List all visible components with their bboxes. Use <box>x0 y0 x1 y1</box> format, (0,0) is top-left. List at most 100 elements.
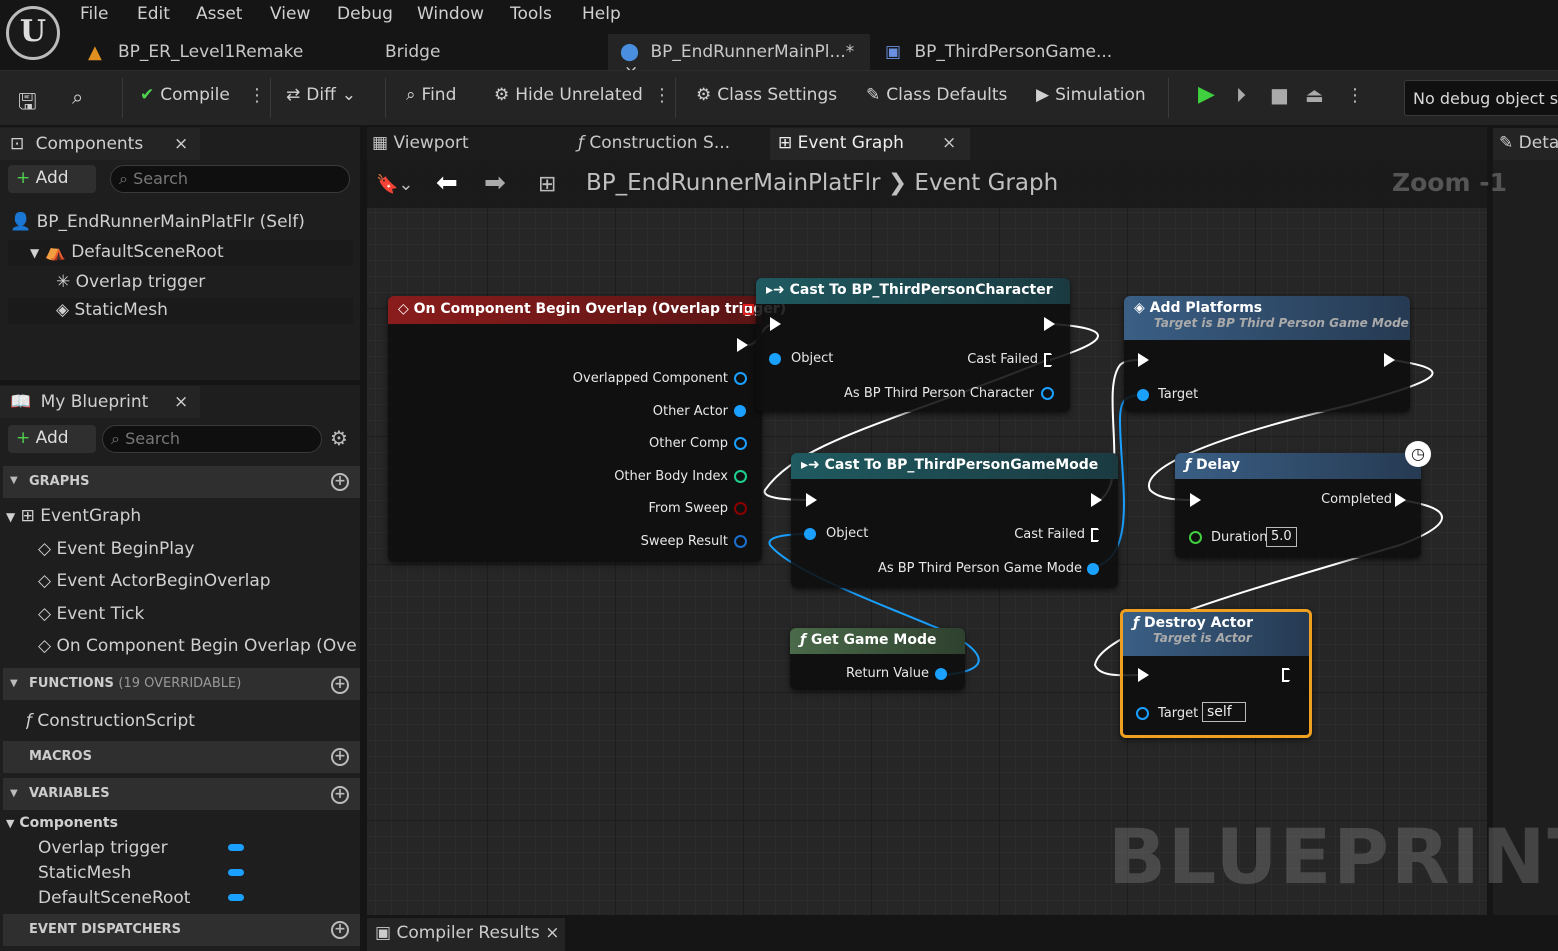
dispatchers-section-header[interactable]: EVENT DISPATCHERS <box>3 914 360 946</box>
object-pin-icon[interactable] <box>1137 389 1149 401</box>
exec-out-pin[interactable] <box>1044 317 1055 331</box>
collapse-arrow-icon[interactable]: ▼ <box>10 475 18 486</box>
graph-eventgraph[interactable]: ▼ ⊞ EventGraph <box>6 506 356 526</box>
exec-out-pin[interactable] <box>1091 493 1102 507</box>
variable-overlap-trigger[interactable]: Overlap trigger <box>38 838 228 858</box>
tab-viewport[interactable]: ▦ Viewport <box>372 133 469 153</box>
functions-section-header[interactable]: FUNCTIONS (19 OVERRIDABLE) <box>3 668 360 700</box>
class-defaults-button[interactable]: ✎Class Defaults <box>866 85 1007 105</box>
blueprint-search-input[interactable]: ⌕ Search <box>102 425 322 453</box>
node-cast-to-thirdpersongamemode[interactable]: ▸➜ Cast To BP_ThirdPersonGameMode <box>791 453 1118 588</box>
back-arrow-icon[interactable]: ⬅ <box>436 168 458 198</box>
object-pin-icon[interactable] <box>769 353 781 365</box>
exec-in-pin[interactable] <box>1138 668 1149 682</box>
stop-icon[interactable]: ■ <box>1270 83 1289 107</box>
exec-in-pin[interactable] <box>1138 353 1149 367</box>
breadcrumb-blueprint[interactable]: BP_EndRunnerMainPlatFlr <box>586 170 881 196</box>
graphs-section-header[interactable]: GRAPHS <box>3 466 360 498</box>
close-icon[interactable]: × <box>942 133 957 153</box>
component-overlap-trigger[interactable]: ✳ Overlap trigger <box>56 272 356 292</box>
variables-group-components[interactable]: ▼ Components <box>6 815 356 831</box>
exec-out-pin[interactable] <box>1384 353 1395 367</box>
collapse-arrow-icon[interactable]: ▼ <box>10 678 18 689</box>
forward-arrow-icon[interactable]: ➡ <box>484 168 506 198</box>
expand-arrow-icon[interactable]: ▼ <box>6 510 16 524</box>
graph-event-beginplay[interactable]: ◇ Event BeginPlay <box>38 539 356 559</box>
tab-event-graph[interactable] <box>770 128 970 160</box>
variable-defaultsceneroot[interactable]: DefaultSceneRoot <box>38 888 228 908</box>
variable-staticmesh[interactable]: StaticMesh <box>38 863 228 883</box>
object-pin-icon[interactable] <box>804 528 816 540</box>
component-defaultsceneroot[interactable]: ▼ ⛺ DefaultSceneRoot <box>8 240 353 266</box>
hide-unrelated-button[interactable]: ⚙Hide Unrelated <box>494 85 643 105</box>
doc-tab-gamemode[interactable]: ▣ BP_ThirdPersonGame... <box>885 34 1135 70</box>
node-on-component-begin-overlap[interactable]: ◇ On Component Begin Overlap (Overlap tr… <box>388 296 786 562</box>
exec-out-pin[interactable] <box>1044 353 1056 367</box>
details-tab[interactable]: ✎ Deta <box>1493 128 1558 160</box>
exec-in-pin[interactable] <box>1190 493 1201 507</box>
save-icon[interactable]: 🖫 <box>18 90 37 115</box>
menu-debug[interactable]: Debug <box>337 4 393 24</box>
node-cast-to-thirdpersoncharacter[interactable]: ▸➜ Cast To BP_ThirdPersonCharacter <box>756 278 1070 412</box>
bookmark-icon[interactable]: 🔖⌄ <box>376 174 414 195</box>
find-options-icon[interactable]: ⋮ <box>653 85 671 106</box>
delegate-pin-icon[interactable] <box>743 304 754 315</box>
function-constructionscript[interactable]: ƒ ConstructionScript <box>26 711 356 731</box>
add-variable-icon[interactable]: + <box>331 786 349 804</box>
bool-pin-icon[interactable] <box>734 502 747 515</box>
tab-construction-script[interactable]: ƒ Construction S... <box>578 133 730 153</box>
expand-arrow-icon[interactable]: ▼ <box>6 817 15 830</box>
doc-tab-endrunner[interactable]: ⬤ BP_EndRunnerMainPl...* × <box>608 34 870 82</box>
variables-section-header[interactable]: VARIABLES <box>3 778 360 810</box>
doc-tab-level[interactable]: BP_ER_Level1Remake <box>118 34 368 70</box>
unreal-logo-icon[interactable]: U <box>6 6 60 60</box>
object-pin-icon[interactable] <box>734 437 747 450</box>
add-macro-icon[interactable]: + <box>331 748 349 766</box>
object-pin-icon[interactable] <box>1136 707 1149 720</box>
menu-tools[interactable]: Tools <box>510 4 552 24</box>
object-pin-icon[interactable] <box>935 668 947 680</box>
breadcrumb-graph[interactable]: Event Graph <box>914 170 1059 196</box>
exec-out-pin[interactable] <box>1091 528 1103 542</box>
compiler-results-tab[interactable]: ▣ Compiler Results × <box>367 918 565 951</box>
menu-edit[interactable]: Edit <box>137 4 170 24</box>
node-add-platforms[interactable]: ◈ Add Platforms Target is BP Third Perso… <box>1124 296 1410 412</box>
add-dispatcher-icon[interactable]: + <box>331 921 349 939</box>
object-pin-icon[interactable] <box>734 405 746 417</box>
graph-event-tick[interactable]: ◇ Event Tick <box>38 604 356 624</box>
macros-section-header[interactable]: MACROS <box>3 741 360 773</box>
class-settings-button[interactable]: ⚙Class Settings <box>696 85 837 105</box>
int-pin-icon[interactable] <box>734 470 747 483</box>
compile-button[interactable]: ✔Compile <box>140 85 230 105</box>
settings-gear-icon[interactable]: ⚙ <box>330 426 348 450</box>
collapse-arrow-icon[interactable]: ▼ <box>10 788 18 799</box>
node-delay[interactable]: ƒ Delay <box>1175 453 1421 558</box>
duration-input[interactable]: 5.0 <box>1266 527 1297 547</box>
close-icon[interactable]: × <box>174 134 189 154</box>
struct-pin-icon[interactable] <box>734 535 747 548</box>
add-function-icon[interactable]: + <box>331 676 349 694</box>
component-self[interactable]: 👤 BP_EndRunnerMainPlatFlr (Self) <box>10 212 355 232</box>
components-search-input[interactable]: ⌕ Search <box>110 165 350 193</box>
blueprint-add-button[interactable]: + Add <box>8 425 96 453</box>
components-tab[interactable]: ⊡ Components × <box>0 128 200 160</box>
doc-tab-bridge[interactable]: Bridge <box>385 34 585 70</box>
exec-in-pin[interactable] <box>806 493 817 507</box>
menu-window[interactable]: Window <box>417 4 485 24</box>
components-add-button[interactable]: + Add <box>8 165 96 193</box>
compile-options-icon[interactable]: ⋮ <box>248 85 266 106</box>
component-staticmesh[interactable]: ◈ StaticMesh <box>8 298 353 324</box>
my-blueprint-tab[interactable]: 📖 My Blueprint × <box>0 386 200 418</box>
object-pin-icon[interactable] <box>734 372 747 385</box>
diff-button[interactable]: ⇄Diff⌄ <box>286 85 356 105</box>
close-icon[interactable]: × <box>545 923 560 943</box>
play-options-icon[interactable]: ⋮ <box>1346 85 1364 106</box>
exec-out-pin[interactable] <box>1395 493 1406 507</box>
step-icon[interactable]: ⏵ <box>1236 83 1246 107</box>
find-button[interactable]: ⌕Find <box>406 85 456 105</box>
exec-in-pin[interactable] <box>770 317 781 331</box>
graph-event-component-overlap[interactable]: ◇ On Component Begin Overlap (Overlap <box>38 636 356 656</box>
debug-object-select[interactable]: No debug object se <box>1404 80 1558 116</box>
graph-event-actorbeginoverlap[interactable]: ◇ Event ActorBeginOverlap <box>38 571 356 591</box>
exec-out-pin[interactable] <box>737 338 748 352</box>
